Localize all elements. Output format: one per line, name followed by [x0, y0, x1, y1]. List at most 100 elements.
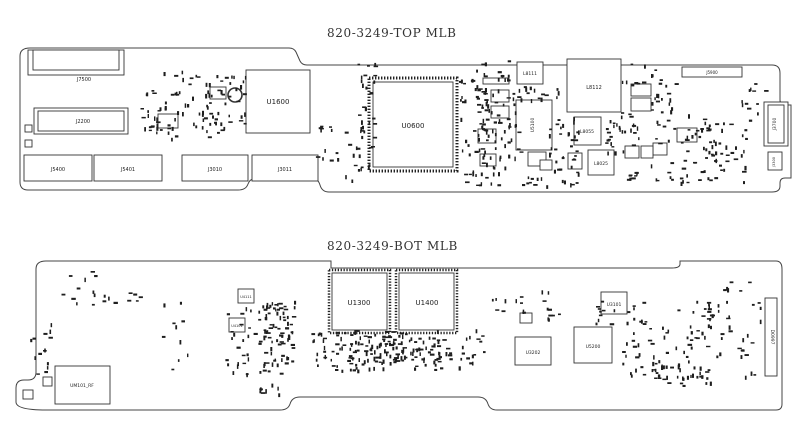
bot-passive-454 — [705, 371, 710, 373]
top-passive-309 — [563, 180, 566, 185]
top-passive-432 — [744, 165, 747, 171]
J3700-inner — [767, 104, 785, 144]
top-passive-15 — [207, 136, 212, 139]
top-passive-172 — [485, 118, 490, 121]
U4111-chip — [237, 288, 255, 304]
top-passive-217 — [512, 97, 515, 102]
bot-passive-151 — [277, 303, 279, 307]
top-passive-317 — [550, 147, 553, 151]
bot-passive-11 — [91, 303, 95, 306]
bot-passive-6 — [93, 293, 96, 298]
bot-passive-131 — [287, 338, 289, 342]
bot-passive-481 — [740, 355, 743, 359]
top-passive-181 — [474, 88, 477, 92]
U1400-chip — [398, 272, 455, 331]
bot-passive-145 — [265, 314, 268, 318]
top-passive-40 — [154, 116, 156, 121]
bot-passive-257 — [389, 362, 392, 366]
bot-passive-177 — [398, 335, 401, 338]
bot-passive-494 — [708, 304, 710, 309]
bot-passive-482 — [679, 368, 681, 373]
bot-passive-41 — [181, 320, 185, 323]
bot-passive-469 — [759, 319, 762, 325]
U0600-chip — [372, 81, 454, 168]
bot-passive-332 — [352, 357, 354, 361]
bot-passive-53 — [253, 332, 258, 335]
top-passive-137 — [358, 154, 361, 159]
top-passive-46 — [144, 127, 146, 132]
top-passive-127 — [357, 169, 360, 172]
top-passive-345 — [620, 115, 623, 120]
top-passive-354 — [609, 120, 612, 124]
top-passive-413 — [686, 135, 689, 141]
bot-passive-49 — [266, 330, 269, 333]
bot-passive-248 — [323, 345, 326, 351]
top-passive-44 — [202, 118, 205, 122]
bot-passive-180 — [355, 367, 358, 370]
top-passive-230 — [506, 97, 511, 99]
bot-passive-362 — [552, 314, 555, 317]
bot-passive-496 — [701, 315, 706, 317]
top-passive-461 — [740, 154, 743, 158]
top-passive-268 — [504, 166, 507, 171]
top-passive-167 — [475, 95, 479, 98]
top-passive-379 — [654, 97, 656, 101]
top-passive-475 — [748, 89, 751, 92]
bot-passive-476 — [706, 345, 711, 348]
top-passive-203 — [484, 75, 488, 78]
bot-passive-528 — [260, 392, 266, 394]
bot-passive-506 — [687, 343, 693, 346]
top-passive-58 — [163, 72, 166, 77]
bot-passive-412 — [650, 342, 655, 345]
top-passive-165 — [472, 171, 475, 177]
bot-passive-358 — [495, 309, 500, 311]
top-passive-189 — [468, 153, 471, 157]
bot-passive-325 — [389, 336, 393, 339]
bot-passive-97 — [270, 352, 273, 356]
top-passive-367 — [654, 69, 658, 71]
bot-passive-109 — [241, 354, 246, 357]
top-passive-501 — [464, 173, 469, 176]
top-passive-68 — [238, 120, 244, 122]
bot-passive-64 — [281, 342, 286, 345]
bot-passive-361 — [546, 307, 549, 311]
top-passive-479 — [747, 107, 752, 110]
U3202-chip — [514, 336, 552, 366]
bot-passive-518 — [739, 290, 743, 292]
top-passive-219 — [510, 138, 513, 143]
bot-passive-426 — [661, 365, 664, 370]
top-passive-437 — [714, 177, 719, 180]
bot-passive-471 — [751, 303, 755, 306]
top-passive-233 — [485, 130, 488, 135]
bot-passive-146 — [276, 311, 279, 316]
bot-passive-0 — [68, 275, 73, 277]
U4101-label: U4101 — [231, 324, 242, 328]
top-passive-438 — [720, 169, 723, 171]
top-passive-480 — [744, 102, 749, 105]
bot-passive-18 — [138, 296, 143, 299]
bot-passive-423 — [662, 378, 667, 381]
top-passive-191 — [481, 125, 484, 129]
bot-passive-220 — [317, 364, 319, 367]
top-passive-159 — [482, 118, 485, 124]
bot-passive-185 — [341, 369, 344, 373]
top-passive-323 — [575, 182, 579, 184]
top-passive-59 — [197, 76, 201, 78]
bot-passive-442 — [709, 381, 712, 386]
top-passive-9 — [201, 113, 204, 117]
bot-passive-335 — [475, 329, 478, 334]
top-passive-482 — [741, 103, 744, 108]
top-passive-468 — [741, 134, 744, 138]
top-passive-52 — [149, 126, 154, 128]
top-passive-100 — [220, 90, 223, 95]
bot-passive-184 — [361, 363, 365, 366]
top-passive-64 — [228, 114, 230, 118]
bot-passive-331 — [400, 341, 403, 346]
bot-passive-117 — [264, 329, 266, 334]
top-passive-410 — [695, 129, 700, 132]
top-passive-129 — [373, 80, 376, 84]
top-chip-o — [624, 145, 640, 159]
bot-passive-182 — [428, 336, 431, 340]
top-passive-415 — [683, 159, 688, 162]
top-passive-305 — [570, 145, 573, 148]
